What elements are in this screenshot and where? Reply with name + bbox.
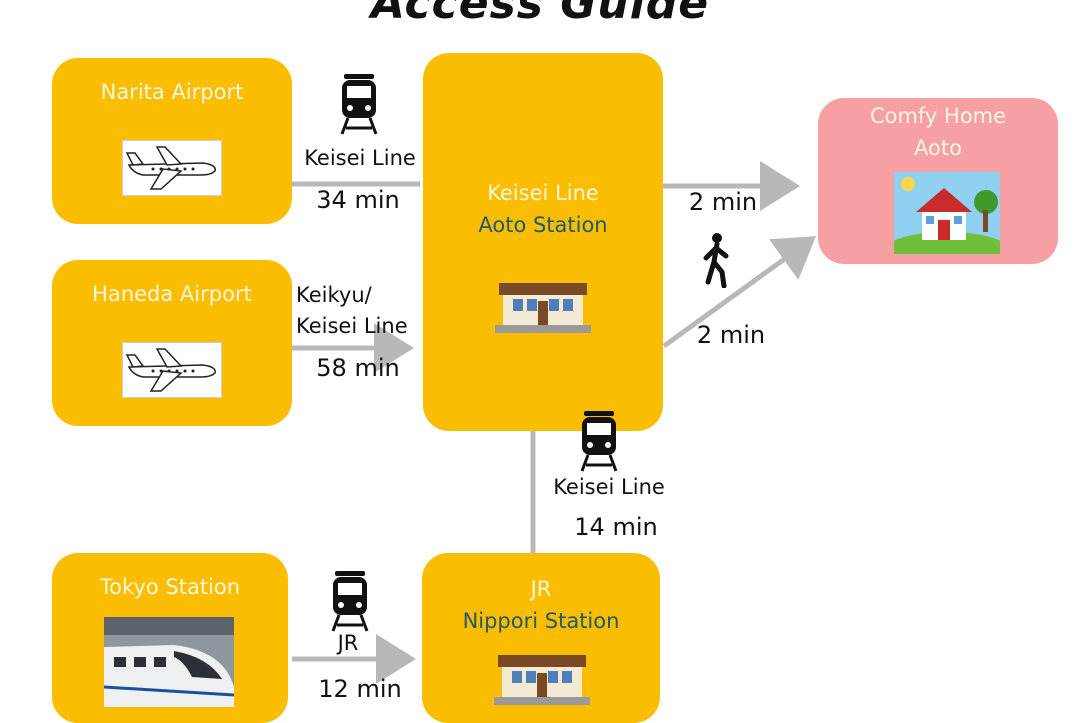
route-time: 2 min (688, 188, 758, 216)
station-building-icon (493, 279, 593, 335)
route-time: 12 min (318, 675, 402, 703)
route-time: 58 min (316, 354, 400, 382)
node-haneda-airport: Haneda Airport (52, 260, 292, 426)
node-line: Keisei Line (487, 181, 599, 205)
train-icon (340, 74, 378, 136)
house-icon (894, 172, 1000, 254)
route-arrows (292, 161, 817, 684)
station-building-icon (492, 651, 592, 707)
route-time: 2 min (696, 321, 766, 349)
airplane-icon (122, 342, 222, 398)
arrow-aoto-home-walk (662, 236, 817, 349)
route-line-label: JR (337, 631, 359, 655)
bullet-train-photo (104, 617, 234, 707)
route-line-label: Keisei Line (553, 475, 665, 499)
node-label: Narita Airport (100, 80, 244, 104)
node-line: Comfy Home (869, 104, 1007, 128)
node-label: Tokyo Station (99, 575, 241, 599)
node-station: Aoto Station (478, 213, 608, 237)
node-station: Nippori Station (462, 609, 620, 633)
node-tokyo-station: Tokyo Station (52, 553, 288, 723)
route-time: 34 min (316, 186, 400, 214)
node-comfy-home: Comfy Home Aoto (818, 98, 1058, 264)
train-icon (331, 571, 369, 633)
node-narita-airport: Narita Airport (52, 58, 292, 224)
page-title: Access Guide (370, 0, 710, 29)
route-time: 14 min (574, 513, 658, 541)
node-aoto-station: Keisei Line Aoto Station (423, 53, 663, 431)
walking-person-icon (702, 232, 732, 288)
route-line-label-2: Keisei Line (296, 314, 408, 338)
node-label: Haneda Airport (92, 282, 252, 306)
node-line-2: Aoto (914, 136, 962, 160)
route-line-label: Keisei Line (304, 146, 416, 170)
airplane-icon (122, 140, 222, 196)
route-line-label: Keikyu/ (296, 283, 372, 307)
train-icon (580, 411, 618, 473)
node-line: JR (530, 577, 552, 601)
node-nippori-station: JR Nippori Station (422, 553, 660, 723)
